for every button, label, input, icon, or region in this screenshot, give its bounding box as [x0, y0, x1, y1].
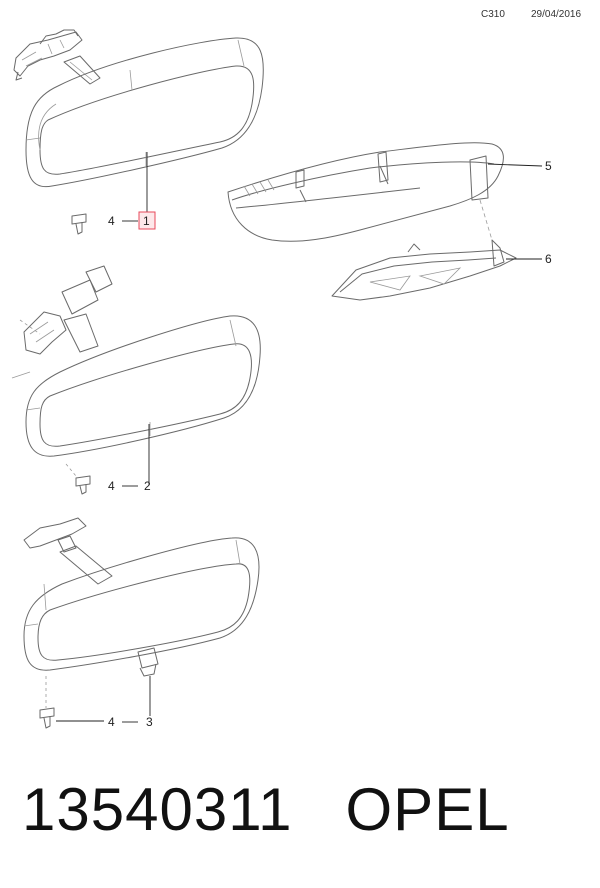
- bracket-plate-illustration: [331, 239, 542, 301]
- callout-3-part-number: 3: [146, 715, 153, 729]
- callout-3-fastener-number: 4: [108, 715, 115, 729]
- callout-1-group: 4 1: [108, 211, 156, 230]
- highlight-box: [138, 211, 156, 230]
- callout-1-part-number: 1: [143, 214, 150, 228]
- diagram-code: C310: [481, 9, 505, 20]
- callout-5-number: 5: [545, 159, 552, 173]
- footer: 13540311 OPEL: [22, 775, 510, 844]
- callout-2-fastener-number: 4: [108, 479, 115, 493]
- screw-icon: [71, 213, 87, 235]
- callout-2-group: 4 2: [108, 479, 151, 493]
- part-number: 13540311: [22, 776, 293, 843]
- mirror-2-illustration: [11, 265, 261, 495]
- screw-icon: [75, 475, 91, 495]
- callout-6-number: 6: [545, 252, 552, 266]
- callout-1-fastener-number: 4: [108, 214, 115, 228]
- brand-name: OPEL: [345, 776, 510, 843]
- diagram-date: 29/04/2016: [531, 9, 582, 20]
- mirror-cover-illustration: [227, 142, 543, 242]
- callout-3-group: 4 3: [56, 715, 153, 729]
- mirror-1-illustration: [13, 29, 264, 235]
- screw-icon: [39, 707, 55, 729]
- mirror-3-illustration: [23, 517, 260, 729]
- callout-2-part-number: 2: [144, 479, 151, 493]
